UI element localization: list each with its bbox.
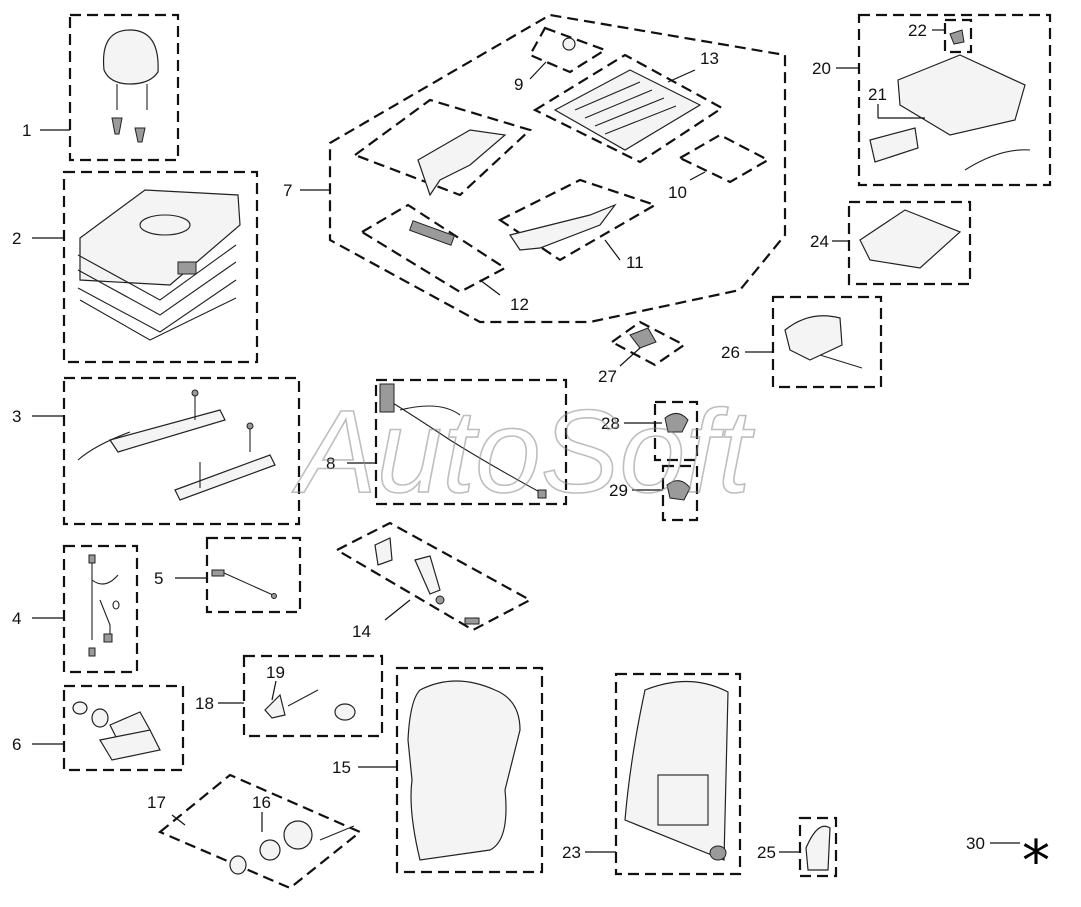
callout-20: 20 (812, 59, 831, 78)
part-drawings (72, 29, 1031, 875)
callout-5: 5 (154, 569, 163, 588)
callout-21: 21 (868, 85, 887, 104)
pan-right-part (869, 54, 1031, 171)
cover-part (805, 825, 831, 871)
box-motor (62, 684, 185, 772)
back-pad-part (407, 680, 521, 861)
box-frame-assembly (328, 13, 787, 324)
callout-2: 2 (12, 229, 21, 248)
lumbar-part (229, 820, 355, 875)
callout-7: 7 (283, 181, 292, 200)
box-tracks (62, 376, 301, 526)
box-harness-small (62, 544, 139, 674)
back-frame-part (624, 680, 729, 861)
box-item-12 (359, 203, 508, 294)
seatbelt-part (374, 537, 480, 625)
callout-23: 23 (562, 843, 581, 862)
box-recliner (242, 654, 384, 738)
knob-b-part (666, 480, 691, 501)
callout-12: 12 (510, 295, 529, 314)
item-27-part (629, 327, 657, 349)
box-item-9 (528, 26, 608, 74)
box-lumbar (157, 773, 363, 890)
callout-29: 29 (609, 481, 628, 500)
box-item-11 (497, 178, 658, 262)
box-actuator (771, 295, 883, 389)
callout-19: 19 (266, 663, 285, 682)
sensor-part (211, 569, 277, 599)
callout-6: 6 (12, 735, 21, 754)
box-item-22 (943, 18, 973, 54)
leader-lines (32, 29, 1020, 853)
motor-part (72, 701, 161, 761)
callout-24: 24 (810, 232, 829, 251)
side-member-left-part (417, 129, 507, 197)
wiring-harness-part (379, 383, 547, 499)
callout-27: 27 (598, 367, 617, 386)
callout-10: 10 (668, 183, 687, 202)
callout-13: 13 (700, 49, 719, 68)
watermark-text: AutoSoft (292, 386, 755, 518)
item-12-part (408, 220, 456, 246)
box-headrest (68, 13, 180, 162)
callout-18: 18 (195, 694, 214, 713)
callout-25: 25 (757, 843, 776, 862)
headrest-part (102, 29, 159, 143)
callout-9: 9 (514, 75, 523, 94)
callout-11: 11 (626, 253, 644, 272)
seat-pan-part (553, 69, 702, 151)
callout-14: 14 (352, 622, 371, 641)
side-member-right-part (509, 203, 617, 251)
box-knob-b (661, 464, 699, 522)
callout-16: 16 (252, 793, 271, 812)
box-cushion (62, 170, 259, 364)
knob-a-part (664, 413, 689, 433)
callout-labels: 1 2 3 4 5 6 7 8 9 10 11 12 13 14 15 16 1… (12, 21, 1050, 894)
callout-22: 22 (908, 21, 927, 40)
callout-4: 4 (12, 609, 21, 628)
box-wiring-harness (374, 378, 568, 506)
callout-17: 17 (147, 793, 166, 812)
callout-28: 28 (601, 414, 620, 433)
asterisk-mark: * (1022, 829, 1050, 894)
cushion-part (77, 189, 241, 341)
box-back-frame (614, 672, 742, 876)
box-bracket (847, 200, 972, 286)
harness-small-part (88, 554, 120, 657)
nut-part (562, 37, 576, 51)
box-pan (857, 13, 1052, 187)
box-back-pad (395, 666, 544, 874)
box-seatbelt (334, 521, 533, 632)
actuator-part (784, 315, 863, 369)
box-sensor (205, 536, 302, 614)
callout-1: 1 (22, 121, 31, 140)
callout-26: 26 (721, 343, 740, 362)
box-clip (609, 320, 687, 367)
callout-15: 15 (332, 758, 351, 777)
callout-8: 8 (326, 454, 335, 473)
box-knob-a (653, 400, 699, 462)
bracket-part (859, 209, 962, 269)
tracks-part (77, 389, 276, 501)
callout-3: 3 (12, 407, 21, 426)
recliner-part (264, 689, 356, 721)
box-item-10 (677, 133, 771, 184)
item-22-part (949, 29, 965, 45)
box-item-13 (532, 53, 725, 164)
callout-30: 30 (966, 834, 985, 853)
box-cover (798, 816, 838, 878)
